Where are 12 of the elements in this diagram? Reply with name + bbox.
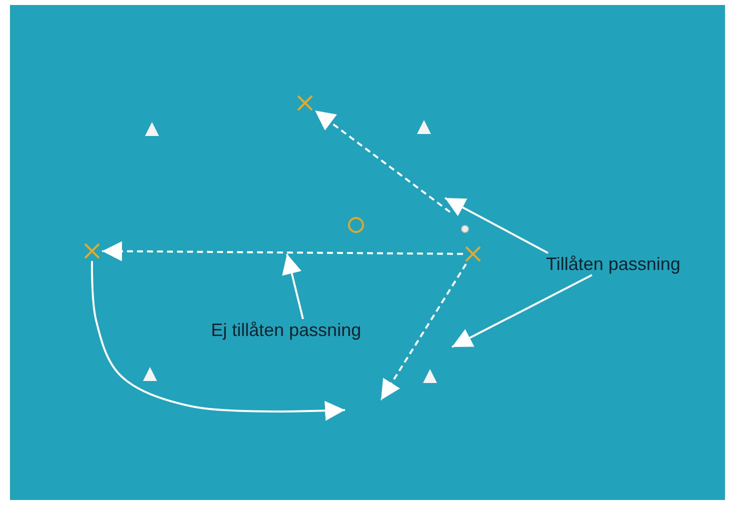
leader-arrow [444, 197, 548, 254]
text-label: Tillåten passning [546, 253, 722, 275]
player-cross-marker [463, 244, 483, 264]
leader-arrow [282, 254, 304, 320]
player-cross-marker [295, 93, 315, 113]
pass-arrow [102, 241, 463, 262]
pass-arrow [314, 110, 451, 213]
text-label: Ej tillåten passning [211, 319, 407, 341]
leader-arrow [452, 274, 592, 348]
run-arrow [90, 261, 346, 421]
pass-arrow [380, 263, 467, 401]
player-cross-marker [82, 241, 102, 261]
